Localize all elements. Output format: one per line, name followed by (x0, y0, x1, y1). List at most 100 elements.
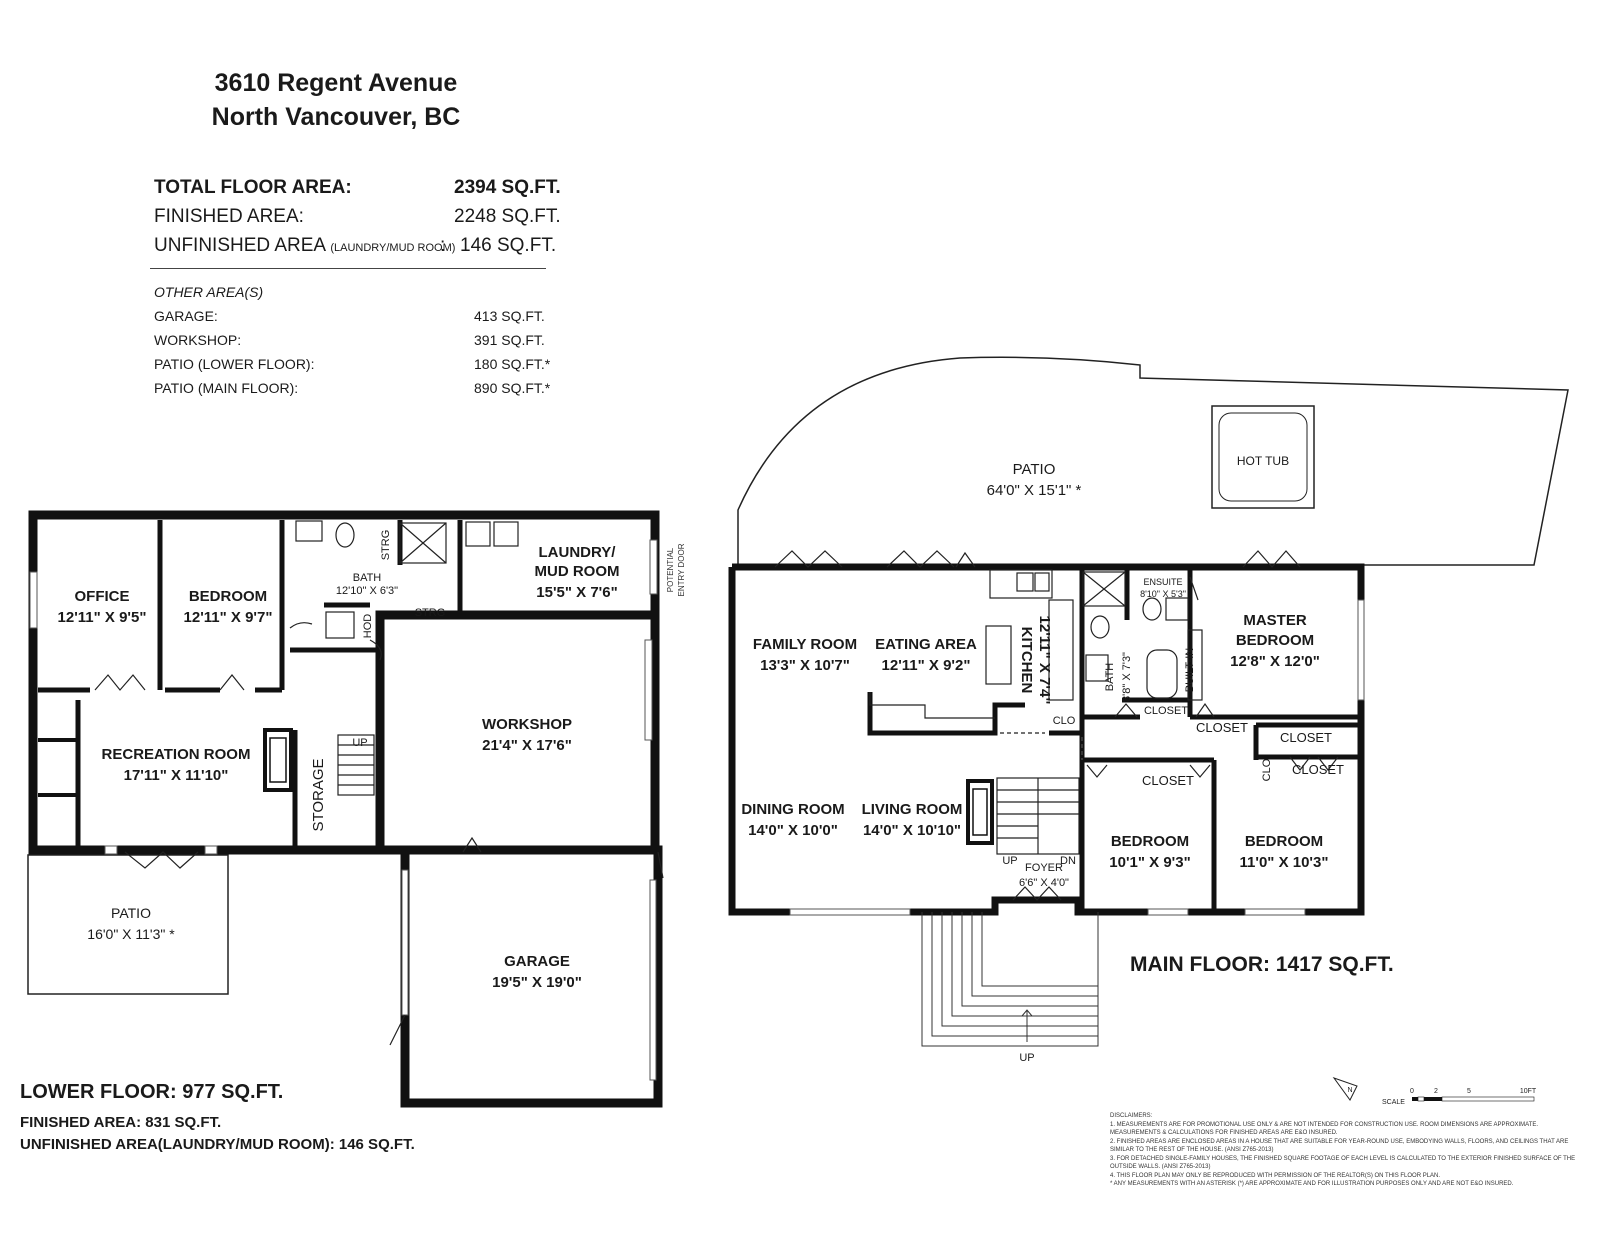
disclaimer-line: 3. FOR DETACHED SINGLE-FAMILY HOUSES, TH… (1110, 1155, 1576, 1162)
lower-minor-labels: PATIO 16'0" X 11'3" * (87, 905, 175, 942)
scale-segment (1412, 1097, 1418, 1101)
label-closet-b2: CLOSET (1142, 773, 1194, 788)
lower-small-labels: BATH 12'10" X 6'3" STRG UP STRG HOD (336, 530, 445, 749)
room-dim-dining: 14'0" X 10'0" (748, 822, 838, 839)
label-strg-lower: STRG (415, 607, 446, 619)
room-dim-bedroom3: 11'0" X 10'3" (1240, 854, 1329, 871)
main-stairs (996, 777, 1080, 855)
lower-bath-fixtures (295, 520, 519, 639)
other-area-label: WORKSHOP: (154, 332, 242, 348)
label-closet-b3: CLOSET (1292, 762, 1344, 777)
main-room-labels: FAMILY ROOM 13'3" X 10'7" EATING AREA 12… (741, 612, 1328, 871)
other-area-value: 890 SQ.FT.* (474, 380, 551, 396)
address: 3610 Regent Avenue North Vancouver, BC (0, 66, 672, 134)
lower-interior-walls (38, 520, 463, 848)
room-name-eating: EATING AREA (875, 636, 977, 653)
scale-segment (1441, 1096, 1535, 1102)
lower-room-labels: OFFICE 12'11" X 9'5" BEDROOM 12'11" X 9'… (58, 544, 620, 991)
room-dim-foyer: 6'6" X 4'0" (1019, 877, 1069, 889)
scale-segment (1424, 1097, 1442, 1101)
label-closet-master: CLOSET (1196, 720, 1248, 735)
room-name-workshop: WORKSHOP (482, 716, 572, 733)
main-doors (774, 550, 1339, 901)
room-dim-eating: 12'11" X 9'2" (882, 657, 971, 674)
room-name-bedroom3: BEDROOM (1245, 833, 1323, 850)
disclaimer-line: 1. MEASUREMENTS ARE FOR PROMOTIONAL USE … (1110, 1121, 1539, 1128)
label-hod: HOD (362, 614, 374, 639)
north-arrow-icon: N (1332, 1077, 1358, 1101)
main-openings (1000, 732, 1083, 760)
lower-potential-entry: POTENTIAL ENTRY DOOR (666, 543, 686, 596)
main-floor-plan: PATIO 64'0" X 15'1" * HOT TUB FAMILY ROO… (728, 356, 1569, 1064)
room-name-lower-bath: BATH (353, 572, 382, 584)
total-floor-area-value: 2394 SQ.FT. (454, 177, 561, 198)
room-name-main-patio: PATIO (1013, 461, 1056, 478)
room-name-garage: GARAGE (504, 953, 570, 970)
main-fireplace (966, 779, 994, 845)
other-area-value: 180 SQ.FT.* (474, 356, 551, 372)
disclaimer-line: SIMILAR TO THE REST OF THE HOUSE. (ANSI … (1110, 1147, 1274, 1153)
other-area-value: 413 SQ.FT. (474, 308, 545, 324)
scale-tick: 2 (1434, 1088, 1438, 1095)
main-ensuite-labels: ENSUITE 8'10" X 5'3" (1140, 577, 1186, 599)
room-dim-bedroom: 12'11" X 9'7" (184, 609, 273, 626)
other-area-label: PATIO (LOWER FLOOR): (154, 356, 315, 372)
label-hot-tub: HOT TUB (1237, 454, 1289, 468)
other-areas-heading-text: OTHER AREA(S) (154, 284, 264, 300)
scale-tick: 0 (1410, 1088, 1414, 1095)
other-area-label: PATIO (MAIN FLOOR): (154, 380, 299, 396)
address-line-2: North Vancouver, BC (211, 103, 461, 131)
room-name-living: LIVING ROOM (862, 801, 963, 818)
main-interior-walls (867, 570, 1358, 910)
total-floor-area-label: TOTAL FLOOR AREA: (154, 177, 352, 198)
room-name-laundry-2: MUD ROOM (535, 563, 620, 580)
disclaimer-line: OUTSIDE WALLS. (ANSI Z765-2013) (1110, 1164, 1211, 1170)
lower-doors (94, 622, 664, 1046)
scale-segment (1417, 1096, 1425, 1102)
room-name-laundry-1: LAUNDRY/ (539, 544, 617, 561)
lower-fireplace (263, 728, 293, 792)
lower-unfinished-area: UNFINISHED AREA(LAUNDRY/MUD ROOM): 146 S… (20, 1136, 415, 1153)
label-strg-upper: STRG (380, 530, 392, 561)
lower-finished-area: FINISHED AREA: 831 SQ.FT. (20, 1114, 221, 1131)
kitchen-counters (869, 569, 1074, 719)
label-closet-bath: CLOSET (1144, 705, 1188, 717)
room-name-recreation: RECREATION ROOM (102, 746, 251, 763)
room-dim-kitchen: 12'11" X 7'4" (1036, 616, 1053, 705)
main-small-labels: CLOSET CLO FOYER 6'6" X 4'0" UP DN UP BA… (1002, 648, 1273, 1064)
scale-tick: 10FT (1520, 1088, 1537, 1095)
lower-rec-closets (38, 738, 78, 797)
unfinished-area-colon: : (440, 235, 446, 256)
room-name-dining: DINING ROOM (741, 801, 844, 818)
disclaimer: DISCLAIMERS: 1. MEASUREMENTS ARE FOR PRO… (1110, 1112, 1576, 1189)
lower-floor-title: LOWER FLOOR: 977 SQ.FT. (20, 1081, 283, 1103)
room-name-foyer: FOYER (1025, 862, 1063, 874)
other-area-value: 391 SQ.FT. (474, 332, 545, 348)
disclaimer-line: * ANY MEASUREMENTS WITH AN ASTERISK (*) … (1110, 1181, 1514, 1187)
room-dim-laundry: 15'5" X 7'6" (536, 584, 617, 601)
lower-windows (29, 539, 658, 1081)
front-steps (921, 912, 1099, 1047)
address-line-1: 3610 Regent Avenue (214, 69, 458, 97)
label-built-in: BUILT-IN (1184, 648, 1196, 692)
label-potential-entry-2: ENTRY DOOR (677, 543, 686, 596)
room-dim-lower-patio: 16'0" X 11'3" * (87, 926, 175, 942)
hot-tub (1211, 405, 1315, 509)
disclaimer-line: 4. THIS FLOOR PLAN MAY ONLY BE REPRODUCE… (1110, 1172, 1441, 1179)
main-patio-labels: PATIO 64'0" X 15'1" * (987, 461, 1082, 499)
room-name-main-bath: BATH (1104, 663, 1116, 692)
label-up-foyer: UP (1002, 855, 1017, 867)
label-potential-entry-1: POTENTIAL (666, 547, 675, 592)
label-dn-foyer: DN (1060, 855, 1076, 867)
finished-area-label: FINISHED AREA: (154, 206, 304, 227)
lower-stairs (337, 734, 375, 796)
room-dim-garage: 19'5" X 19'0" (492, 974, 582, 991)
unfinished-area-value: 146 SQ.FT. (460, 235, 557, 256)
label-up-steps: UP (1019, 1052, 1034, 1064)
other-area-label: GARAGE: (154, 308, 218, 324)
disclaimer-line: DISCLAIMERS: (1110, 1113, 1153, 1119)
floor-titles: MAIN FLOOR: 1417 SQ.FT. LOWER FLOOR: 977… (20, 953, 1394, 1153)
unfinished-area-note: (LAUNDRY/MUD ROOM) (330, 242, 456, 254)
room-name-office: OFFICE (75, 588, 130, 605)
main-bath-fixtures (1082, 571, 1203, 701)
